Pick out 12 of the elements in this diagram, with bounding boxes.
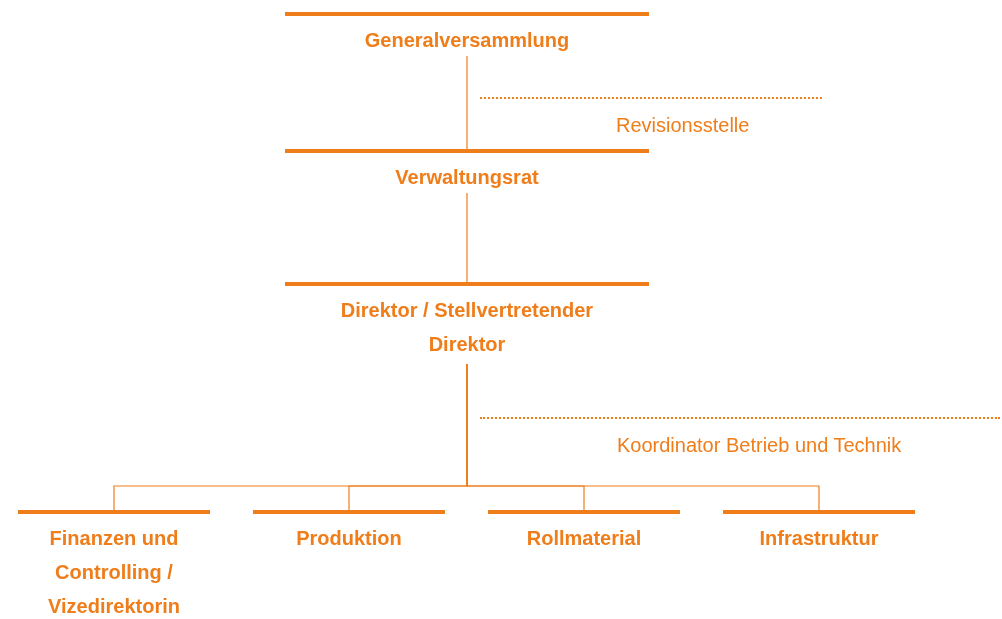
unit-title: Finanzen und Controlling / Vizedirektorin <box>47 526 181 619</box>
unit-title: Produktion <box>296 526 402 551</box>
staff-label: Revisionsstelle <box>616 113 750 138</box>
unit-title: Rollmaterial <box>526 526 642 551</box>
unit-title: Infrastruktur <box>759 526 879 551</box>
connector-line <box>466 363 820 511</box>
connector-line <box>466 55 468 150</box>
staff-label: Koordinator Betrieb und Technik <box>617 433 902 458</box>
unit-title: Verwaltungsrat <box>395 165 539 190</box>
connector-line <box>466 192 468 283</box>
unit-title: Generalversammlung <box>364 28 570 53</box>
unit-title: Direktor / Stellvertretender Direktor <box>339 298 595 357</box>
